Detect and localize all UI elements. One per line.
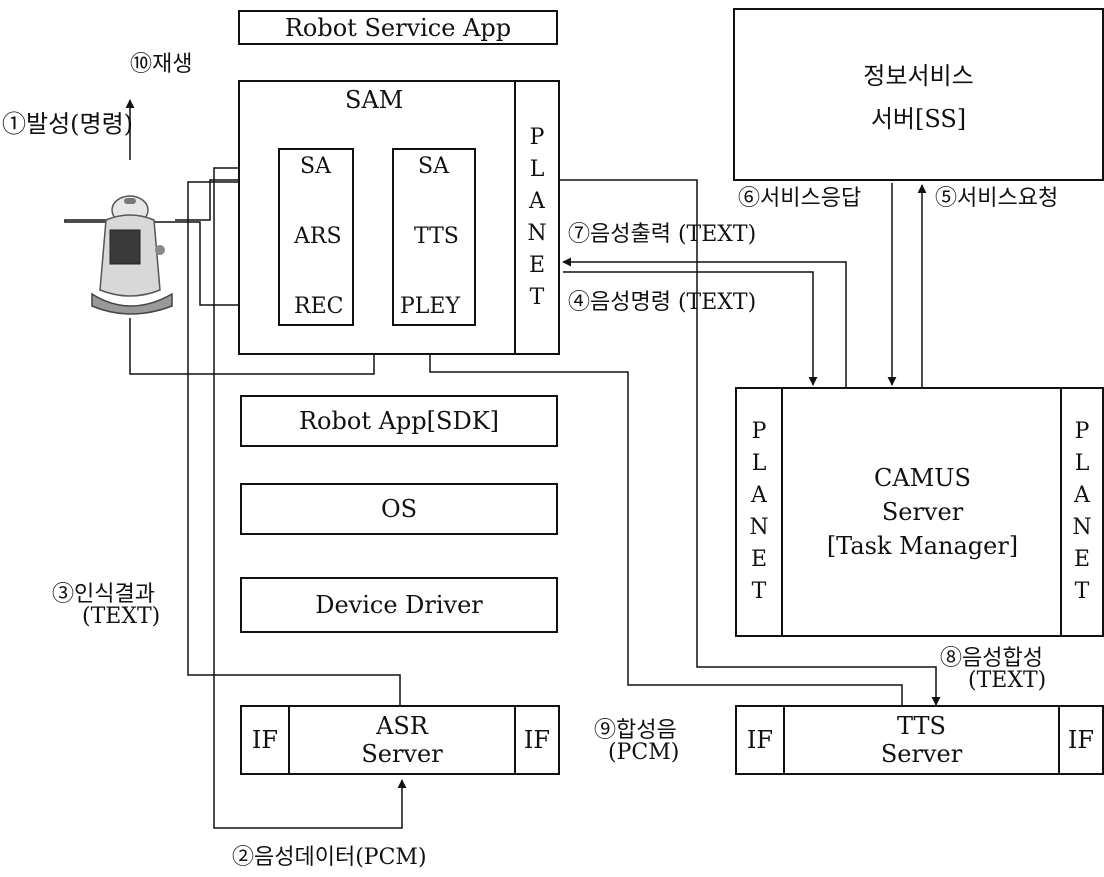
label-voice-output: ⑦음성출력 (TEXT)	[568, 222, 756, 248]
sam-planet-column: P L A N E T	[514, 80, 560, 355]
asr-server-line2: Server	[361, 740, 442, 768]
robot-illustration	[88, 190, 178, 320]
device-driver-label: Device Driver	[315, 591, 483, 619]
sa-ars-box: SA ARS REC	[278, 148, 354, 326]
planet-letter: N	[527, 218, 546, 250]
camus-line3: [Task Manager]	[827, 532, 1018, 560]
arrow-voice-command	[563, 272, 813, 385]
tts-server-line1: TTS	[897, 712, 946, 740]
planet-letter: P	[530, 122, 545, 154]
camus-planet-right-letter: N	[1072, 512, 1091, 544]
camus-planet-left-letter: L	[752, 448, 767, 480]
asr-if-left: IF	[252, 726, 278, 754]
tts-server-line2: Server	[881, 740, 962, 768]
sam-title: SAM	[345, 86, 403, 115]
label-speech-synthesis-type: (TEXT)	[968, 668, 1046, 694]
sa-tts-box: SA TTS PLEY	[392, 148, 476, 326]
planet-letter: L	[530, 154, 545, 186]
tts-if-right: IF	[1068, 726, 1094, 754]
robot-app-sdk-box: Robot App[SDK]	[240, 395, 558, 447]
planet-letter: T	[530, 282, 545, 314]
label-voice-command: ④음성명령 (TEXT)	[568, 290, 756, 316]
label-service-request: ⑤서비스요청	[935, 186, 1058, 212]
planet-letter: A	[529, 186, 545, 218]
camus-planet-left-letter: N	[749, 512, 768, 544]
device-driver-box: Device Driver	[240, 577, 558, 633]
robot-service-app-label: Robot Service App	[285, 14, 511, 42]
label-utterance: ①발성(명령)	[2, 110, 133, 139]
robot-app-sdk-label: Robot App[SDK]	[299, 407, 499, 435]
info-server-line2: 서버[SS]	[871, 99, 966, 134]
label-voice-data: ②음성데이터(PCM)	[232, 845, 427, 871]
camus-server-box: P L A N E T CAMUS Server [Task Manager] …	[735, 387, 1104, 637]
asr-server-box: IF ASR Server IF	[240, 705, 560, 775]
camus-planet-left-letter: A	[751, 480, 767, 512]
sa-ars-top: SA	[300, 154, 331, 180]
sa-tts-mid: TTS	[414, 224, 459, 250]
sa-ars-bottom: REC	[294, 294, 343, 320]
tts-if-left: IF	[747, 726, 773, 754]
label-recognition-result-type: (TEXT)	[82, 604, 160, 630]
asr-server-line1: ASR	[376, 712, 428, 740]
camus-line2: Server	[882, 498, 963, 526]
os-label: OS	[381, 495, 417, 523]
sa-ars-mid: ARS	[294, 224, 342, 250]
camus-line1: CAMUS	[874, 464, 971, 492]
label-service-response: ⑥서비스응답	[738, 186, 861, 212]
camus-planet-right-letter: P	[1075, 416, 1090, 448]
sa-tts-bottom: PLEY	[400, 294, 460, 320]
label-playback: ⑩재생	[130, 52, 192, 78]
info-service-server-box: 정보서비스 서버[SS]	[733, 8, 1104, 181]
tts-server-box: IF TTS Server IF	[735, 705, 1104, 775]
robot-service-app-box: Robot Service App	[238, 10, 558, 45]
camus-planet-left-letter: E	[751, 544, 767, 576]
sa-tts-top: SA	[418, 154, 449, 180]
camus-planet-right-letter: E	[1074, 544, 1090, 576]
label-synth-sound-type: (PCM)	[608, 740, 679, 766]
os-box: OS	[240, 483, 558, 535]
camus-planet-left-letter: T	[752, 576, 767, 608]
camus-planet-right-letter: L	[1075, 448, 1090, 480]
asr-if-right: IF	[524, 726, 550, 754]
camus-planet-right-letter: T	[1075, 576, 1090, 608]
info-server-line1: 정보서비스	[863, 56, 973, 91]
camus-planet-right-letter: A	[1074, 480, 1090, 512]
arrow-voice-output	[563, 262, 846, 387]
camus-planet-left-letter: P	[752, 416, 767, 448]
planet-letter: E	[529, 250, 545, 282]
